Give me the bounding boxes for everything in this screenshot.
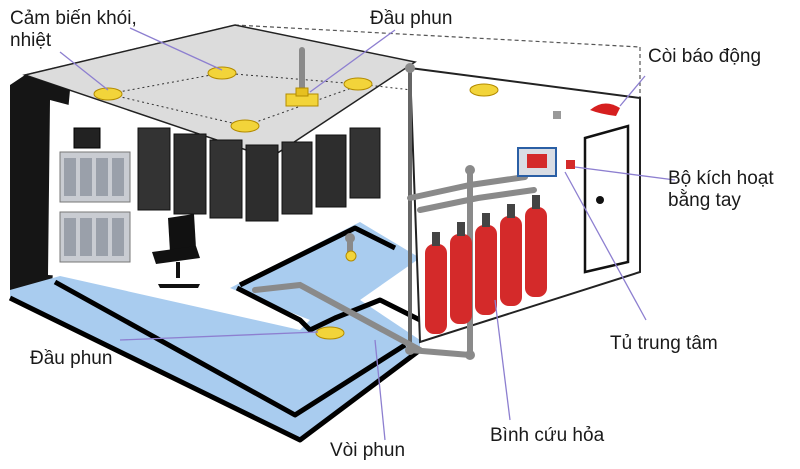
label-spray-pipe: Vòi phun <box>330 440 406 461</box>
gas-cylinder-icon <box>425 232 447 334</box>
door-icon <box>583 124 630 274</box>
label-fire-extinguisher: Bình cứu hỏa <box>490 425 605 446</box>
manual-call-point-icon <box>566 160 575 169</box>
ceiling-plane <box>22 24 417 159</box>
label-smoke-heat-sensor: Cảm biến khói, nhiệt <box>10 8 137 51</box>
floor-channel <box>10 222 420 440</box>
siren-icon <box>590 103 620 116</box>
label-manual-trigger: Bộ kích hoạt bằng tay <box>668 168 774 211</box>
control-panel-icon <box>517 147 557 177</box>
pipe-joints <box>345 63 475 360</box>
smoke-detector-icon <box>93 87 123 101</box>
server-rack-icon <box>137 127 171 211</box>
label-control-cabinet: Tủ trung tâm <box>610 333 718 354</box>
office-chair-icon <box>152 214 200 288</box>
computer-equipment <box>59 127 131 263</box>
label-alarm-siren: Còi báo động <box>648 46 762 67</box>
label-floor-nozzle: Đầu phun <box>30 348 113 369</box>
server-racks <box>137 127 381 222</box>
nozzle-icon <box>285 87 319 107</box>
computer-monitor-icon <box>73 127 101 149</box>
extinguisher-group <box>425 195 547 334</box>
floor-outline <box>8 225 422 443</box>
leader-lines <box>59 27 676 441</box>
label-ceiling-nozzle: Đầu phun <box>370 8 453 29</box>
floor-nozzle <box>315 326 345 340</box>
ceiling-detectors <box>93 66 499 133</box>
